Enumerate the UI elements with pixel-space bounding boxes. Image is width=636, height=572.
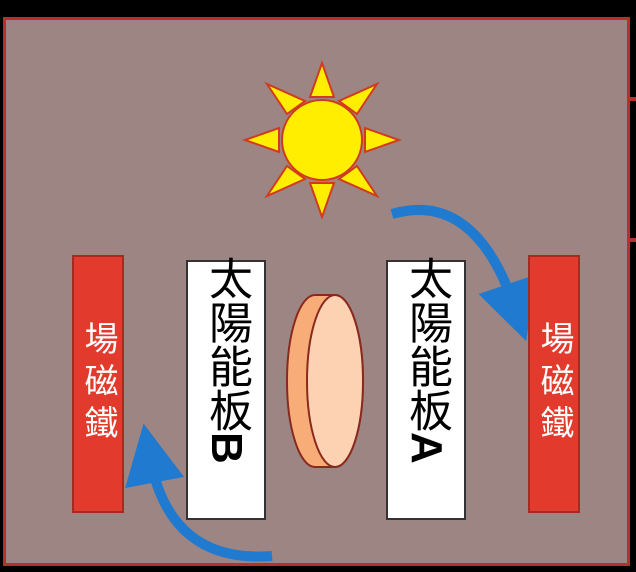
magnet-label: 場磁鐵 <box>78 321 118 447</box>
solar-panel-name: 太陽能板 <box>401 256 452 432</box>
sun-ray <box>308 59 336 98</box>
solar-panel-name: 太陽能板 <box>201 256 252 432</box>
solar-panel-b: 太陽能板B <box>186 256 266 520</box>
sun-ray <box>264 164 307 199</box>
disc-face <box>306 294 364 468</box>
sun-disc <box>281 99 363 181</box>
frame-notch-top <box>630 97 636 101</box>
sun-ray <box>308 182 336 221</box>
solar-panel-letter: B <box>202 432 251 464</box>
solar-panel-a: 太陽能板A <box>386 256 466 520</box>
solar-panel-label: 太陽能板A <box>401 256 452 464</box>
disc-rotor-icon <box>286 294 364 468</box>
sun-icon <box>241 59 403 221</box>
sun-ray <box>264 81 307 116</box>
curved-arrow-icon <box>390 205 536 342</box>
field-magnet-left: 場磁鐵 <box>72 255 124 513</box>
frame-notch-bottom <box>630 238 636 242</box>
solar-panel-letter: A <box>402 432 451 464</box>
sun-ray <box>364 126 403 154</box>
magnet-label: 場磁鐵 <box>534 321 574 447</box>
field-magnet-right: 場磁鐵 <box>528 255 580 513</box>
curved-arrow-icon <box>125 423 273 562</box>
sun-ray <box>241 126 280 154</box>
sun-ray <box>337 164 380 199</box>
sun-ray <box>337 81 380 116</box>
solar-panel-label: 太陽能板B <box>201 256 252 464</box>
